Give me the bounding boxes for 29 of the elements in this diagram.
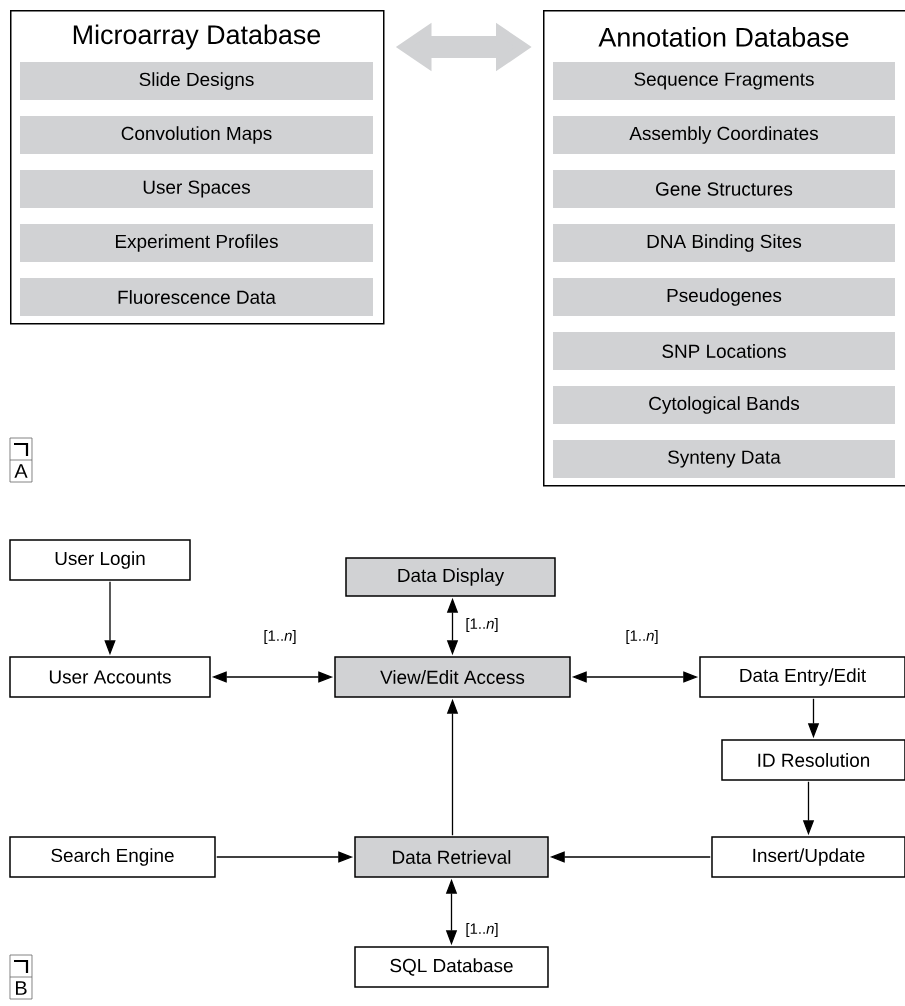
table-row: Synteny Data [553,440,895,478]
process-box: User Login [9,539,191,581]
panel-label: A [9,437,33,483]
table-row: Gene Structures [553,170,895,208]
table-row: Convolution Maps [20,116,373,154]
process-box: ID Resolution [721,739,905,781]
table-row: User Spaces [20,170,373,208]
table-row: Sequence Fragments [553,62,895,100]
process-box: Search Engine [9,836,216,878]
table-row: Slide Designs [20,62,373,100]
process-box: View/Edit Access [334,656,571,698]
table-row: Experiment Profiles [20,224,373,262]
edge-label: [1..n] [464,922,500,938]
process-box: Data Display [345,557,556,597]
edge-label: [1..n] [624,629,660,645]
table-row: Fluorescence Data [20,278,373,316]
table-row: DNA Binding Sites [553,224,895,262]
table-row: Pseudogenes [553,278,895,316]
process-box: User Accounts [9,656,211,698]
process-box: Insert/Update [711,836,905,878]
table-row: Assembly Coordinates [553,116,895,154]
panel-label: B [9,954,33,1000]
edge-label: [1..n] [262,629,298,645]
process-box: Data Entry/Edit [699,656,905,698]
process-box: Data Retrieval [354,836,549,878]
process-box: SQL Database [354,946,549,988]
table-row: SNP Locations [553,332,895,370]
edge-label: [1..n] [464,617,500,633]
table-row: Cytological Bands [553,386,895,424]
